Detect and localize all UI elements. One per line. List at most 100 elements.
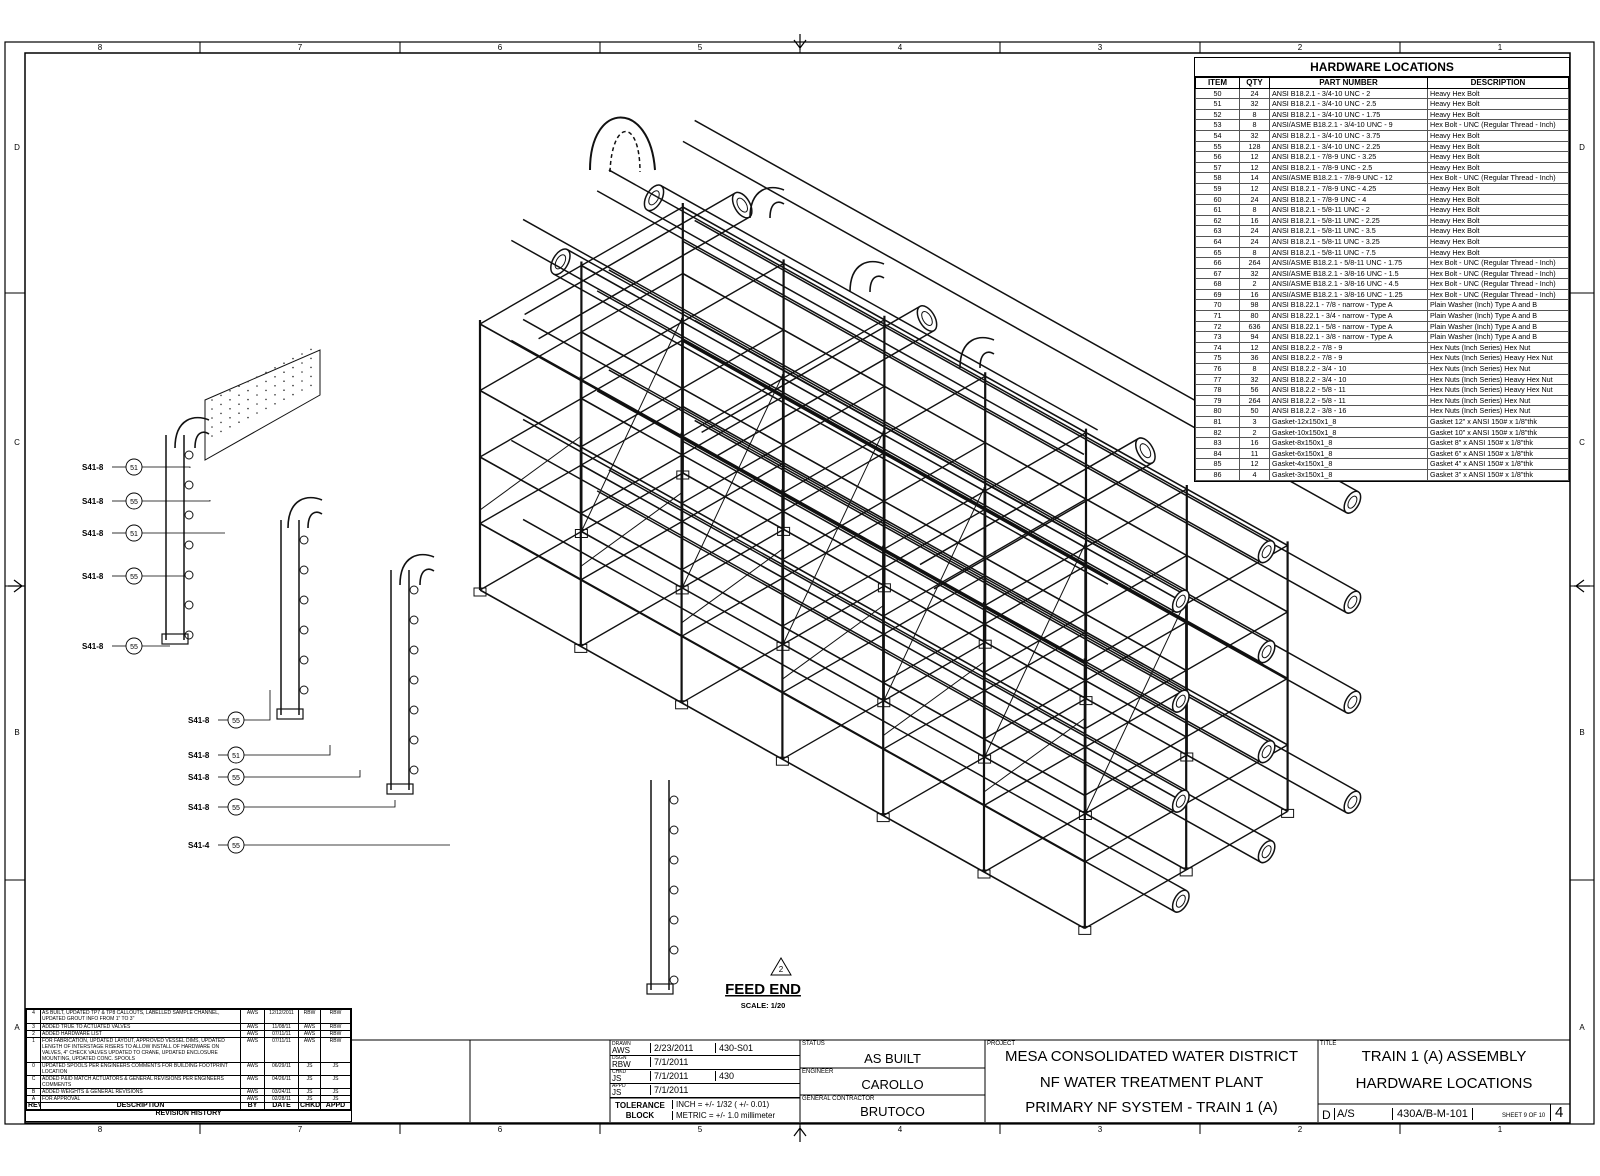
desc-col: DESCRIPTION: [40, 1102, 241, 1110]
revision-appd: JS: [320, 1062, 351, 1076]
description-cell: Heavy Hex Bolt: [1427, 193, 1569, 206]
part-number-cell: ANSI B18.2.1 - 5/8-11 UNC - 2.25: [1269, 214, 1428, 227]
part-number-cell: ANSI B18.2.1 - 3/4-10 UNC - 2.25: [1269, 140, 1428, 153]
callout-ref: S41-8: [82, 642, 104, 651]
signoff-initials: JS: [612, 1074, 622, 1083]
hardware-table-title: HARDWARE LOCATIONS: [1195, 58, 1569, 77]
tolerance-metric: METRIC = +/- 1.0 millimeter: [672, 1111, 775, 1120]
item-cell: 64: [1195, 235, 1240, 248]
part-number-cell: ANSI/ASME B18.2.1 - 5/8-11 UNC - 1.75: [1269, 257, 1428, 269]
item-number: 55: [130, 499, 138, 506]
part-number-cell: ANSI B18.22.1 - 5/8 - narrow - Type A: [1269, 320, 1428, 333]
view-label: 2 FEED END SCALE: 1/20: [725, 957, 801, 1010]
revision-by: AWS: [240, 1023, 265, 1031]
item-cell: 72: [1195, 320, 1240, 333]
part-number-cell: ANSI B18.2.1 - 3/4-10 UNC - 2: [1269, 87, 1428, 100]
tolerance-label: TOLERANCE BLOCK: [615, 1101, 665, 1120]
col-description: DESCRIPTION: [1427, 77, 1569, 89]
signoff-role: CHKD: [612, 1069, 627, 1075]
date-col: DATE: [264, 1102, 299, 1110]
item-number: 55: [130, 574, 138, 581]
part-number-cell: ANSI B18.2.1 - 7/8-9 UNC - 4.25: [1269, 182, 1428, 195]
part-number-cell: ANSI B18.2.1 - 3/4-10 UNC - 3.75: [1269, 129, 1428, 142]
revision-chkd: AWS: [298, 1030, 321, 1038]
project-line-3: PRIMARY NF SYSTEM - TRAIN 1 (A): [1025, 1099, 1278, 1116]
revision-chkd: JS: [298, 1095, 321, 1103]
qty-cell: 94: [1239, 331, 1270, 343]
revision-desc: ADDED P&ID MATCH ACTUATORS & GENERAL REV…: [40, 1075, 241, 1089]
column-label: 6: [498, 1125, 503, 1134]
rev-col: REV: [26, 1102, 41, 1110]
revision-desc: FOR APPROVAL: [40, 1095, 241, 1103]
description-cell: Heavy Hex Bolt: [1427, 140, 1569, 153]
title-label: TITLE: [1320, 1041, 1337, 1047]
qty-cell: 12: [1239, 151, 1270, 163]
signoff-role: DSGN: [612, 1055, 627, 1061]
description-cell: Hex Nuts (Inch Series) Heavy Hex Nut: [1427, 373, 1569, 386]
revision-appd: RBW: [320, 1037, 351, 1063]
qty-cell: 36: [1239, 352, 1270, 365]
status-label: STATUS: [802, 1041, 825, 1047]
signoff-date: 7/1/2011: [650, 1057, 688, 1067]
revision-chkd: JS: [298, 1062, 321, 1076]
qty-cell: 32: [1239, 129, 1270, 142]
row-label: B: [1579, 728, 1584, 737]
item-cell: 81: [1195, 416, 1240, 428]
revision-date: 11/08/11: [264, 1023, 299, 1031]
item-cell: 74: [1195, 341, 1240, 354]
qty-cell: 24: [1239, 235, 1270, 248]
revision-triangle-icon: [770, 957, 792, 976]
project-line-1: MESA CONSOLIDATED WATER DISTRICT: [1004, 1048, 1299, 1065]
by-col: BY: [240, 1102, 265, 1110]
column-label: 3: [1098, 43, 1103, 52]
callout-ref: S41-8: [82, 572, 104, 581]
description-cell: Hex Nuts (Inch Series) Hex Nut: [1427, 341, 1569, 354]
col-qty: QTY: [1239, 77, 1270, 89]
item-cell: 69: [1195, 288, 1240, 301]
description-cell: Gasket 3" x ANSI 150# x 1/8"thk: [1427, 468, 1569, 481]
signoff-initials: RBW: [612, 1060, 631, 1069]
revision-by: AWS: [240, 1037, 265, 1063]
revision-rev: B: [26, 1088, 41, 1096]
description-cell: Hex Nuts (Inch Series) Hex Nut: [1427, 394, 1569, 407]
revision-appd: RBW: [320, 1030, 351, 1038]
column-label: 1: [1498, 1125, 1503, 1134]
revision-by: AWS: [240, 1030, 265, 1038]
item-cell: 75: [1195, 352, 1240, 365]
item-cell: 73: [1195, 331, 1240, 343]
item-cell: 53: [1195, 119, 1240, 131]
part-number-cell: ANSI B18.2.2 - 5/8 - 11: [1269, 384, 1428, 396]
revision-rev: 4: [26, 1009, 41, 1024]
job-number: 430-S01: [715, 1043, 753, 1053]
item-cell: 86: [1195, 468, 1240, 481]
revision-rev: 0: [26, 1062, 41, 1076]
revision-chkd: AWS: [298, 1023, 321, 1031]
revision-desc: ADDED WEIGHTS & GENERAL REVISIONS: [40, 1088, 241, 1096]
row-label: C: [14, 438, 20, 447]
callout-ref: S41-8: [188, 716, 210, 725]
part-number-cell: ANSI B18.22.1 - 3/4 - narrow - Type A: [1269, 310, 1428, 322]
view-title: FEED END: [725, 981, 801, 998]
description-cell: Hex Nuts (Inch Series) Heavy Hex Nut: [1427, 384, 1569, 396]
revision-by: AWS: [240, 1088, 265, 1096]
revision-date: 06/29/11: [264, 1062, 299, 1076]
callout-ref: S41-4: [188, 841, 210, 850]
revision-chkd: RBW: [298, 1009, 321, 1024]
qty-cell: 2: [1239, 278, 1270, 290]
item-cell: 67: [1195, 267, 1240, 280]
item-cell: 52: [1195, 108, 1240, 121]
